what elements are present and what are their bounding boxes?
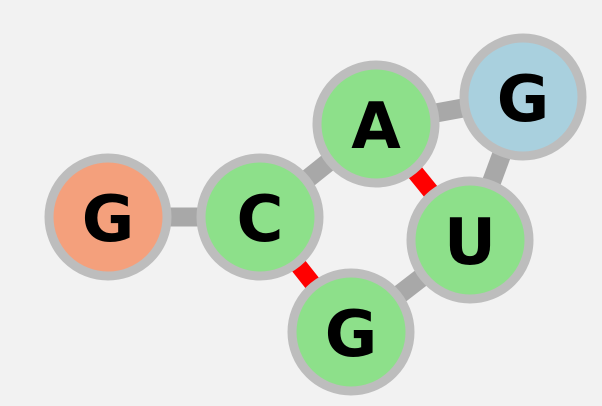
nucleotide-circle (312, 60, 440, 188)
nucleotide-circle (44, 153, 172, 281)
nucleotide-node-0: G (44, 153, 172, 281)
nucleotide-circle (287, 268, 415, 396)
nucleotide-letter: G (82, 183, 135, 257)
nucleotide-circle (196, 153, 324, 281)
nucleotide-node-1: C (196, 153, 324, 281)
nucleotide-node-5: G (287, 268, 415, 396)
nucleotide-circle (406, 176, 534, 304)
nucleotide-node-4: U (406, 176, 534, 304)
nucleotide-circle (459, 33, 587, 161)
nucleotide-letter: G (497, 63, 550, 137)
nucleotide-letter: G (325, 298, 378, 372)
nucleotide-letter: U (444, 206, 496, 280)
nucleotide-letter: C (237, 183, 284, 257)
nucleotide-node-2: A (312, 60, 440, 188)
nucleotide-node-3: G (459, 33, 587, 161)
nucleotide-letter: A (351, 90, 401, 164)
